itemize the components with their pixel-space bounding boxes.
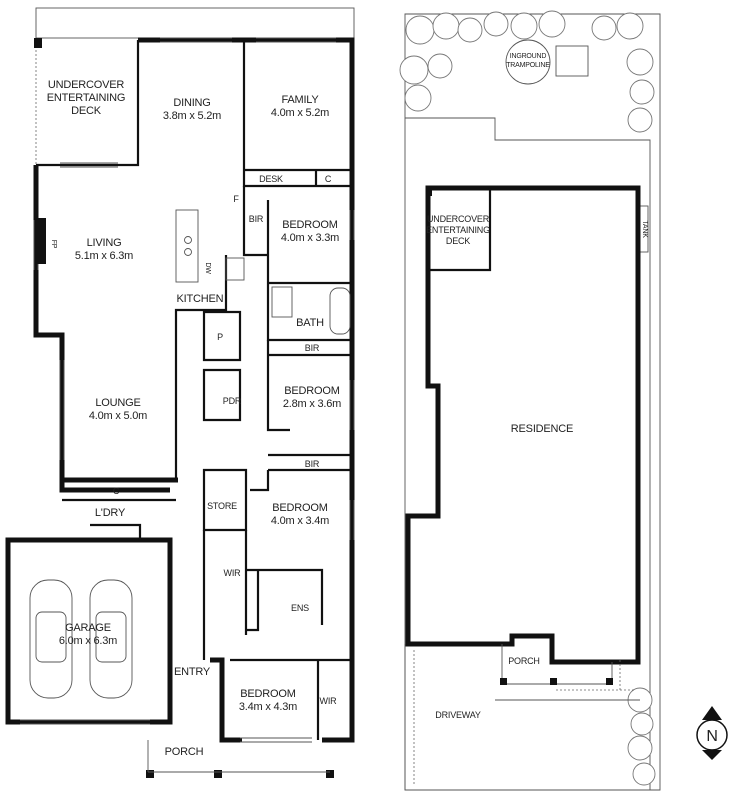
- site-label-tank: TANK: [641, 220, 648, 238]
- north-letter: N: [706, 728, 717, 745]
- room-label-c1: C: [325, 174, 332, 184]
- site-deck-outline: [428, 188, 492, 272]
- windows: [20, 37, 355, 743]
- bathtub: [329, 287, 351, 335]
- room-label-wir1: WIR: [224, 568, 242, 578]
- trees: [399, 10, 656, 786]
- island-sink: [184, 236, 192, 244]
- driveway-edge: [404, 644, 640, 790]
- room-label-bath: BATH: [296, 317, 324, 329]
- porch-columns: [34, 38, 334, 778]
- north-arrow: N: [696, 706, 728, 760]
- room-label-wir2: WIR: [320, 696, 338, 706]
- room-label-c2: C: [113, 486, 120, 496]
- room-label-f: F: [233, 194, 239, 204]
- room-label-ensuite: ENS: [291, 603, 309, 613]
- room-label-porch: PORCH: [165, 746, 204, 758]
- site-porch-columns: [426, 188, 613, 685]
- room-label-kitchen: KITCHEN: [177, 293, 224, 305]
- shower: [271, 286, 293, 318]
- floor-plan: [5, 7, 355, 778]
- garage-cars: [29, 579, 133, 699]
- trampoline: [505, 39, 551, 85]
- room-label-bir3: BIR: [305, 459, 320, 469]
- site-plan: [399, 10, 661, 791]
- fireplace: [36, 218, 46, 264]
- site-label-residence: RESIDENCE: [511, 423, 573, 435]
- room-label-store: STORE: [207, 501, 237, 511]
- kitchen-island: [175, 209, 199, 283]
- room-label-p: P: [217, 332, 223, 342]
- room-label-bir1: BIR: [249, 214, 264, 224]
- island-sink-2: [184, 248, 192, 256]
- side-path-line: [405, 117, 651, 790]
- exterior-walls: [5, 37, 355, 743]
- room-label-pdr: PDR: [223, 396, 242, 406]
- site-label-porch: PORCH: [508, 656, 540, 666]
- cooktop: [225, 257, 245, 281]
- room-label-desk: DESK: [259, 174, 283, 184]
- room-label-bir2: BIR: [305, 343, 320, 353]
- garden-shed: [555, 45, 589, 77]
- room-label-entry: ENTRY: [174, 666, 211, 678]
- stepping-stones: [556, 660, 636, 691]
- site-label-driveway: DRIVEWAY: [435, 710, 481, 720]
- residence-footprint: [405, 185, 641, 665]
- interior-walls: [36, 40, 352, 740]
- site-boundary: [404, 13, 661, 791]
- rear-boundary-line: [35, 7, 355, 39]
- porch-edge: [147, 740, 330, 773]
- room-label-fp: FP: [50, 240, 57, 249]
- room-label-dw: DW: [204, 262, 211, 274]
- room-label-laundry: L'DRY: [95, 507, 126, 519]
